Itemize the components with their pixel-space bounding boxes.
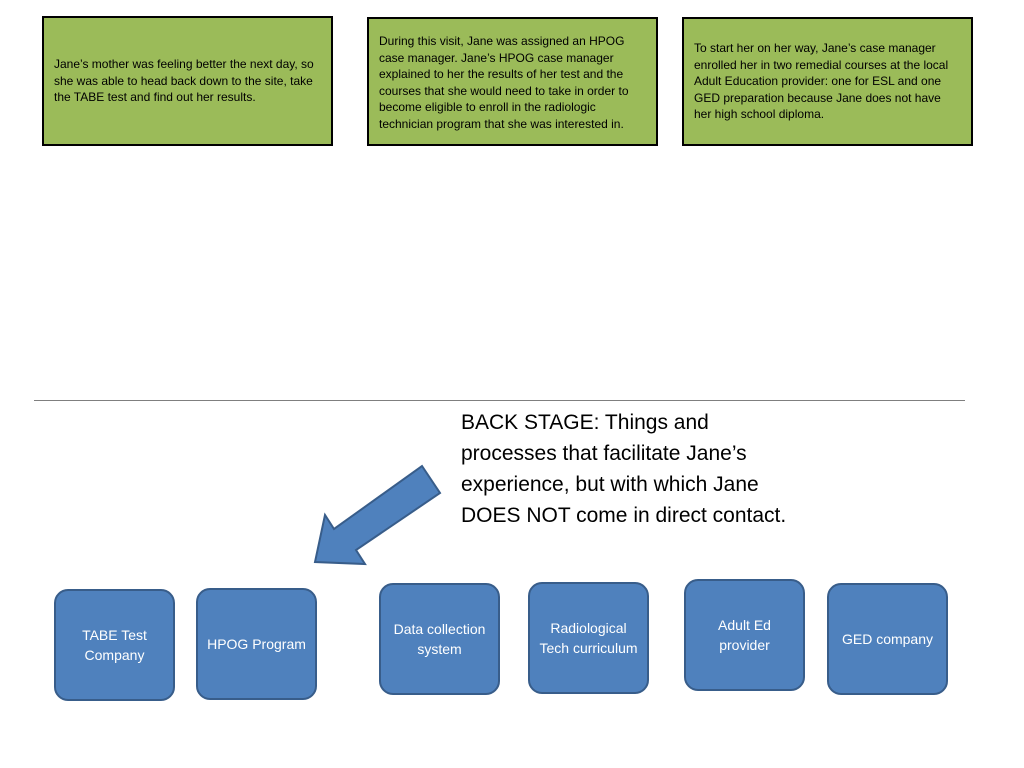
node-data-collection-system: Data collection system xyxy=(379,583,500,695)
node-tabe-test-company: TABE Test Company xyxy=(54,589,175,701)
story-box-test-results: Jane’s mother was feeling better the nex… xyxy=(42,16,333,146)
story-text-test-results: Jane’s mother was feeling better the nex… xyxy=(54,57,314,105)
node-label: HPOG Program xyxy=(207,635,306,652)
story-text-case-manager: During this visit, Jane was assigned an … xyxy=(379,34,629,131)
node-adult-ed-provider: Adult Ed provider xyxy=(684,579,805,691)
backstage-description: BACK STAGE: Things and processes that fa… xyxy=(461,411,787,527)
node-label: TABE Test Company xyxy=(82,626,147,664)
node-radiological-tech-curriculum: Radiological Tech curriculum xyxy=(528,582,649,694)
node-label: Radiological Tech curriculum xyxy=(539,619,638,657)
story-box-remedial-courses: To start her on her way, Jane’s case man… xyxy=(682,17,973,146)
node-ged-company: GED company xyxy=(827,583,948,695)
node-label: GED company xyxy=(841,630,934,647)
node-label: Adult Ed provider xyxy=(718,616,771,654)
node-label: Data collection system xyxy=(393,620,486,658)
front-back-stage-divider xyxy=(34,400,965,401)
story-box-case-manager: During this visit, Jane was assigned an … xyxy=(367,17,658,146)
down-left-arrow-icon xyxy=(313,464,442,566)
node-hpog-program: HPOG Program xyxy=(196,588,317,700)
story-text-remedial-courses: To start her on her way, Jane’s case man… xyxy=(694,41,949,121)
